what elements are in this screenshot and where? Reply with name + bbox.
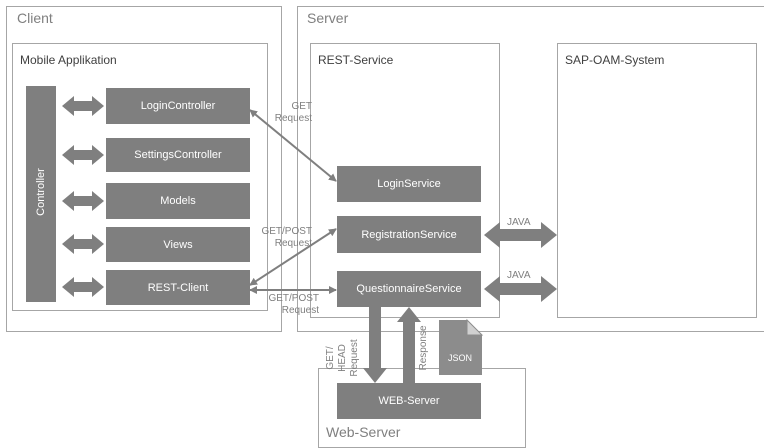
login-service-block: LoginService [337,166,481,202]
sap-oam-box [557,43,757,318]
controller-block [26,86,56,302]
settings-controller-block: SettingsController [106,138,250,172]
get-head-text: GET/ [325,346,336,370]
questionnaire-service-block: QuestionnaireService [337,271,481,307]
views-block: Views [106,227,250,262]
models-block: Models [106,183,250,219]
get-text: GET [291,101,312,112]
json-document-label: JSON [448,353,473,363]
get-post-label-1: GET/POST Request [256,226,312,250]
get-post-text-2: GET/POST [268,293,319,304]
request-vertical-text: Request [349,339,360,377]
web-server-block: WEB-Server [337,383,481,419]
get-head-request-label: GET/ HEAD Request [325,333,361,383]
request-text-1: Request [274,113,312,124]
request-text-3: Request [281,305,319,316]
response-label: Response [418,325,430,371]
client-region-title: Client [17,10,53,26]
head-text: HEAD [337,344,348,372]
java-label-1: JAVA [507,217,531,228]
java-label-2: JAVA [507,270,531,281]
get-label: GET Request [260,101,312,125]
web-server-region-title: Web-Server [326,424,401,440]
rest-client-block: REST-Client [106,270,250,305]
login-controller-block: LoginController [106,88,250,124]
get-post-text-1: GET/POST [261,226,312,237]
registration-service-block: RegistrationService [337,216,481,253]
mobile-app-title: Mobile Applikation [20,53,117,67]
sap-oam-title: SAP-OAM-System [565,53,665,67]
rest-service-title: REST-Service [318,53,394,67]
server-region-title: Server [307,10,349,26]
controller-label: Controller [35,168,47,216]
response-text: Response [418,325,429,371]
request-text-2: Request [274,238,312,249]
get-post-label-2: GET/POST Request [256,293,319,317]
